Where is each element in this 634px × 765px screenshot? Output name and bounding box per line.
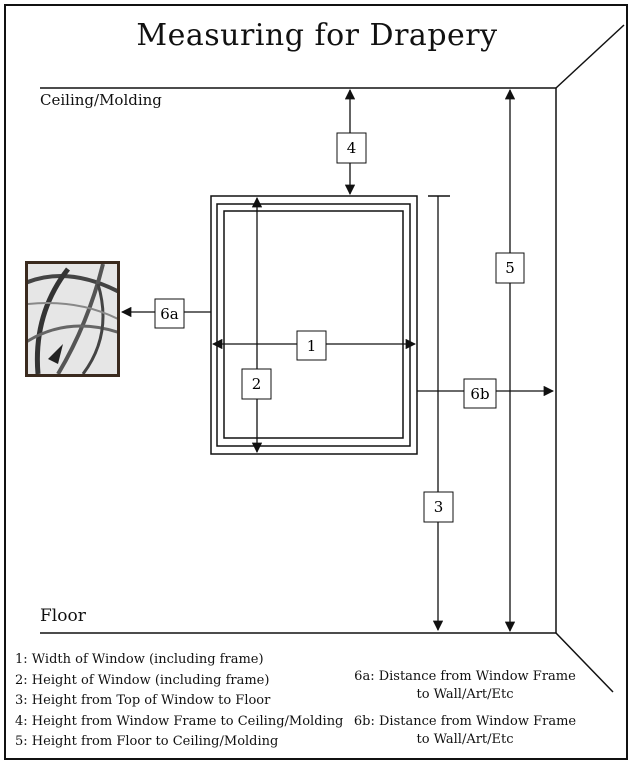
ceiling-label: Ceiling/Molding [40,91,162,109]
box-4-text: 4 [347,139,357,157]
box-6a: 6a [154,298,185,329]
legend-item-6b-line1: 6b: Distance from Window Frame [353,714,577,729]
legend-left: 1: Width of Window (including frame) 2: … [15,650,343,753]
legend-item-6a-line1: 6a: Distance from Window Frame [354,669,576,684]
legend-item-6a-line2: to Wall/Art/Etc [416,687,514,702]
box-4: 4 [336,132,367,164]
floor-label: Floor [40,606,86,626]
window-outer-frame [210,195,418,455]
legend-item-6a: 6a: Distance from Window Frame to Wall/A… [340,668,590,704]
box-2: 2 [241,368,272,400]
art-abstract-image [28,264,117,374]
page-title: Measuring for Drapery [136,18,498,53]
outer-border [4,4,628,760]
legend-item-5: 5: Height from Floor to Ceiling/Molding [15,734,279,749]
window-inner-frame [223,210,404,439]
box-1: 1 [296,330,327,361]
window-middle-frame [216,203,411,447]
legend-item-6b-line2: to Wall/Art/Etc [416,732,514,747]
legend-item-1: 1: Width of Window (including frame) [15,652,264,667]
legend-right: 6a: Distance from Window Frame to Wall/A… [340,668,590,758]
legend-item-3: 3: Height from Top of Window to Floor [15,693,271,708]
legend-item-4: 4: Height from Window Frame to Ceiling/M… [15,713,344,729]
box-6a-text: 6a [160,305,179,323]
legend-item-2: 2: Height of Window (including frame) [15,672,270,688]
wall-art-picture [25,261,120,377]
box-5-text: 5 [505,259,515,277]
box-2-text: 2 [252,375,262,393]
legend-item-6b: 6b: Distance from Window Frame to Wall/A… [340,713,590,749]
box-3: 3 [423,491,454,523]
box-3-text: 3 [434,498,444,516]
box-6b: 6b [463,378,497,409]
box-6b-text: 6b [470,385,489,403]
corner-bottom-line [555,632,614,693]
box-1-text: 1 [307,337,317,355]
corner-top-line [555,24,625,89]
box-5: 5 [495,252,525,284]
